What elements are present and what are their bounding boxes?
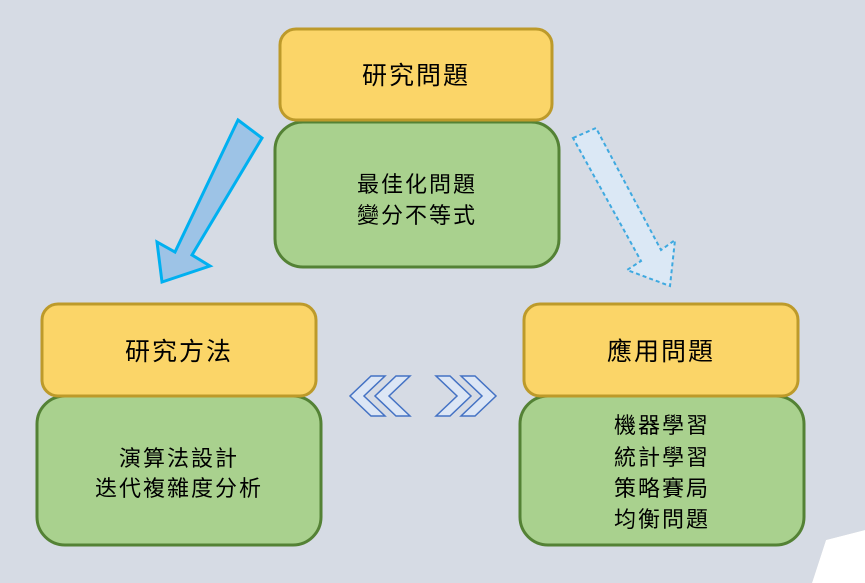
top-line-2: 變分不等式 (357, 204, 477, 229)
double-chevron-icon (348, 375, 498, 417)
right-group-applications: 應用問題 機器學習 統計學習 策略賽局 均衡問題 (518, 302, 806, 547)
right-line-1: 機器學習 (614, 414, 710, 439)
top-line-1: 最佳化問題 (357, 173, 477, 198)
top-header-text: 研究問題 (362, 61, 470, 90)
chevron-left-inner-icon (373, 375, 412, 417)
right-line-2: 統計學習 (614, 446, 710, 471)
chevron-right-inner-icon (434, 375, 473, 417)
right-header-box (522, 302, 800, 398)
left-header-box (40, 302, 318, 398)
left-header-text: 研究方法 (125, 337, 233, 366)
dashed-down-right-arrow-icon (571, 126, 677, 288)
solid-down-left-arrow-icon (155, 117, 264, 285)
page-fold-shadow (812, 530, 865, 583)
left-line-2: 迭代複雜度分析 (95, 477, 263, 502)
right-header-text: 應用問題 (607, 337, 715, 366)
top-group-research-problems: 研究問題 最佳化問題 變分不等式 (273, 27, 561, 269)
left-group-research-methods: 研究方法 演算法設計 迭代複雜度分析 (35, 302, 323, 547)
chevron-left-outer-icon (348, 375, 387, 417)
right-line-4: 均衡問題 (614, 508, 710, 533)
top-header-box (278, 27, 554, 122)
right-line-3: 策略賽局 (614, 477, 710, 502)
top-body-box (273, 120, 561, 269)
chevron-right-outer-icon (459, 375, 498, 417)
left-line-1: 演算法設計 (119, 447, 239, 472)
